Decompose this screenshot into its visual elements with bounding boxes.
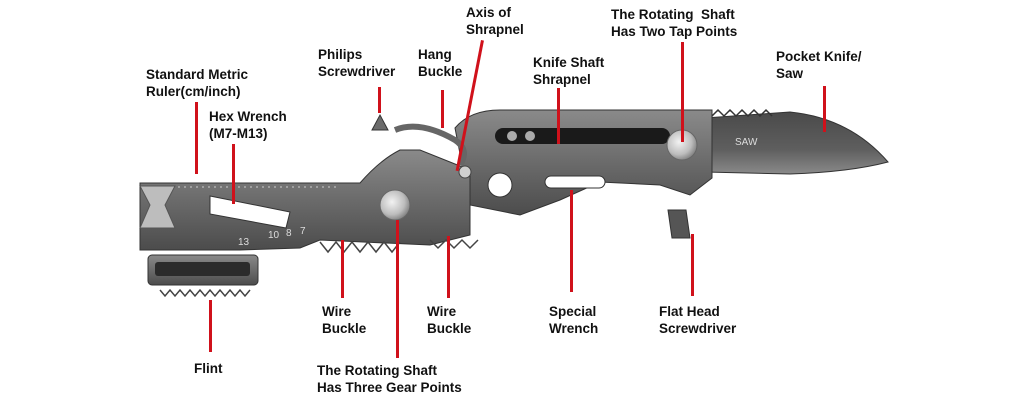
size-marking: 13 xyxy=(238,237,250,248)
wire-buckle-teeth-2 xyxy=(429,238,479,250)
blade-marking: SAW xyxy=(735,137,758,148)
label-wire-buckle-1: Wire Buckle xyxy=(322,304,367,336)
hex-leader xyxy=(232,144,235,204)
rot-two-leader xyxy=(681,42,684,142)
axis-pivot xyxy=(458,165,472,179)
label-flint: Flint xyxy=(194,361,223,376)
label-hang-buckle: Hang Buckle xyxy=(418,47,463,79)
label-special-wrench: Special Wrench xyxy=(549,304,599,336)
flint-serration xyxy=(159,288,251,298)
rotating-shaft-three-pivot xyxy=(379,189,411,221)
philips-screwdriver-tip xyxy=(371,113,389,131)
ruler-leader xyxy=(195,102,198,174)
label-flat-head-screwdriver: Flat Head Screwdriver xyxy=(659,304,737,336)
flint-leader xyxy=(209,300,212,352)
slot-rivet xyxy=(507,131,517,141)
rot-three-leader xyxy=(396,220,399,358)
spool xyxy=(139,185,176,229)
special-leader xyxy=(570,190,573,292)
upper-body xyxy=(454,109,713,216)
label-axis-of-shrapnel: Axis of Shrapnel xyxy=(466,5,524,37)
wire-buckle-teeth xyxy=(319,240,401,254)
label-wire-buckle-2: Wire Buckle xyxy=(427,304,472,336)
knife-shaft-leader xyxy=(557,88,560,144)
pocket-knife-blade xyxy=(704,111,889,175)
flint-rod xyxy=(155,262,250,276)
label-hex-wrench: Hex Wrench (M7-M13) xyxy=(209,109,287,141)
size-marking: 10 xyxy=(268,230,280,241)
slot-rivet xyxy=(525,131,535,141)
label-standard-metric-ruler: Standard Metric Ruler(cm/inch) xyxy=(146,67,249,99)
wire1-leader xyxy=(341,240,344,298)
label-philips-screwdriver: Philips Screwdriver xyxy=(318,47,396,79)
lower-body xyxy=(139,149,471,251)
label-pocket-knife-saw: Pocket Knife/ Saw xyxy=(776,49,862,81)
label-rotating-shaft-two-tap: The Rotating Shaft Has Two Tap Points xyxy=(611,7,738,39)
label-knife-shaft-shrapnel: Knife Shaft Shrapnel xyxy=(533,55,605,87)
size-marking: 8 xyxy=(286,228,292,239)
hang-buckle-hook xyxy=(393,123,467,167)
gear-hole xyxy=(487,172,513,198)
special-wrench-slot xyxy=(544,175,606,189)
flat-leader xyxy=(691,234,694,296)
hang-leader xyxy=(441,90,444,128)
saw-teeth xyxy=(711,108,773,118)
hex-wrench-cutout xyxy=(209,195,291,229)
knife-shaft-slot xyxy=(495,128,670,144)
label-rotating-shaft-three-gear: The Rotating Shaft Has Three Gear Points xyxy=(317,363,462,395)
pocket-leader xyxy=(823,86,826,132)
size-marking: 7 xyxy=(300,226,306,237)
wire2-leader xyxy=(447,236,450,298)
philips-leader xyxy=(378,87,381,113)
flat-head-tab xyxy=(667,209,691,239)
